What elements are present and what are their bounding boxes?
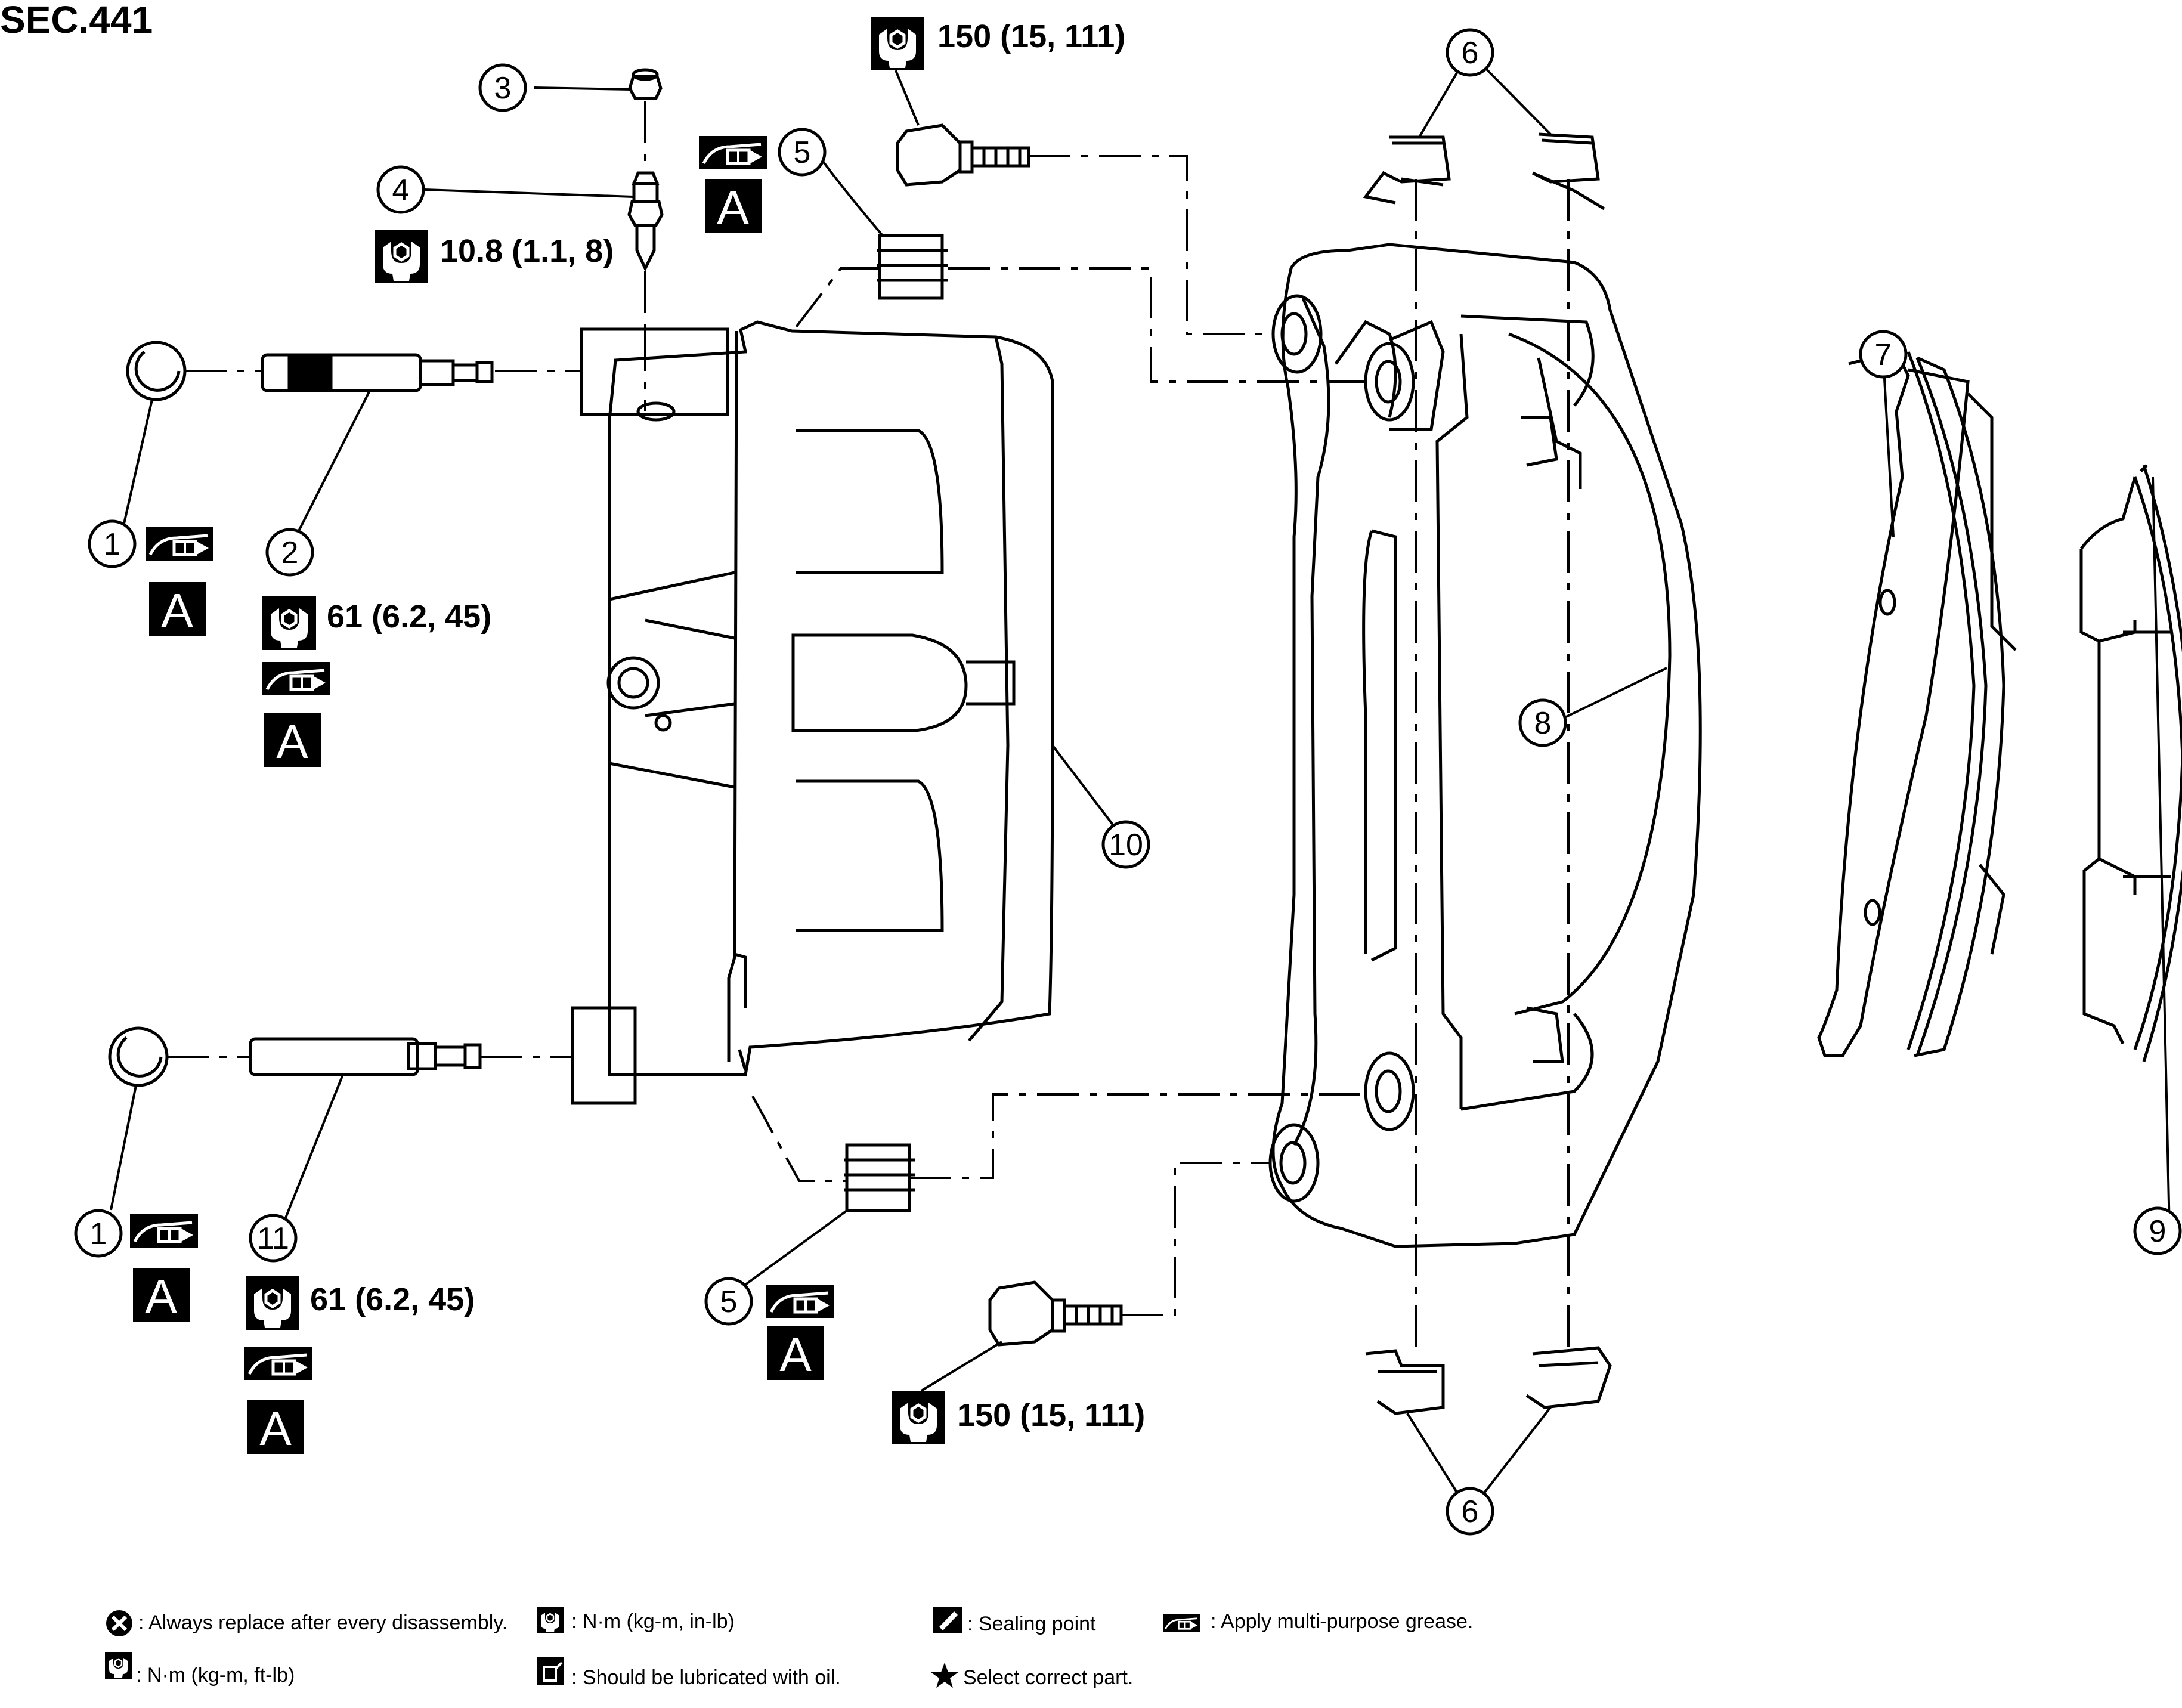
mounting-bolt-upper bbox=[896, 123, 1030, 187]
grease-badge-a: A bbox=[149, 582, 206, 637]
svg-text:A: A bbox=[145, 1270, 177, 1323]
torque-value-pin-bolt-2: 61 (6.2, 45) bbox=[327, 599, 492, 635]
assembly-lines bbox=[167, 101, 1570, 1354]
star-icon bbox=[931, 1663, 958, 1688]
legend-sealing-point: : Sealing point bbox=[967, 1613, 1096, 1635]
svg-text:A: A bbox=[276, 715, 308, 768]
svg-text:1: 1 bbox=[104, 527, 121, 562]
grease-badge-a: A bbox=[767, 1326, 824, 1381]
svg-text:7: 7 bbox=[1875, 338, 1892, 372]
caliper-body bbox=[571, 320, 1054, 1105]
pad-clip-upper-right bbox=[1531, 132, 1605, 211]
svg-text:A: A bbox=[259, 1402, 292, 1455]
torque-value-bleeder: 10.8 (1.1, 8) bbox=[440, 233, 614, 269]
svg-text:9: 9 bbox=[2149, 1214, 2166, 1249]
svg-text:A: A bbox=[717, 181, 749, 234]
torque-member bbox=[1268, 243, 1702, 1248]
callout-5-upper: 5 bbox=[778, 128, 827, 177]
svg-text:4: 4 bbox=[392, 173, 410, 208]
grease-badge-a: A bbox=[705, 179, 762, 234]
legend-nm-ft-lb: : N·m (kg-m, ft-lb) bbox=[136, 1664, 295, 1687]
svg-text:6: 6 bbox=[1462, 36, 1479, 70]
torque-wrench-icon bbox=[262, 596, 316, 650]
svg-text:A: A bbox=[161, 584, 193, 637]
callout-5-lower: 5 bbox=[704, 1277, 753, 1326]
callout-6-lower: 6 bbox=[1446, 1487, 1494, 1536]
inner-pad bbox=[1817, 350, 2017, 1057]
callout-9: 9 bbox=[2133, 1206, 2182, 1255]
grease-gun-icon bbox=[262, 662, 330, 695]
grease-badge-a: A bbox=[133, 1268, 190, 1323]
legend-lubricated-oil: : Should be lubricated with oil. bbox=[571, 1666, 841, 1689]
torque-wrench-icon bbox=[246, 1276, 299, 1330]
svg-text:A: A bbox=[779, 1328, 812, 1381]
svg-text:5: 5 bbox=[794, 135, 811, 170]
grease-gun-icon bbox=[766, 1285, 834, 1318]
torque-value-mounting-bolt-lower: 150 (15, 111) bbox=[957, 1397, 1146, 1433]
legend-select-part: Select correct part. bbox=[963, 1666, 1134, 1689]
callout-4: 4 bbox=[376, 165, 425, 214]
boot-lower bbox=[844, 1143, 915, 1212]
pin-cap-ring-lower bbox=[108, 1026, 169, 1087]
grease-gun-icon bbox=[146, 527, 213, 561]
grease-badge-a: A bbox=[247, 1400, 304, 1455]
callout-2: 2 bbox=[265, 528, 314, 577]
svg-text:10: 10 bbox=[1109, 828, 1143, 862]
callout-8: 8 bbox=[1518, 698, 1567, 747]
torque-value-pin-bolt-11: 61 (6.2, 45) bbox=[310, 1282, 475, 1317]
section-code: SEC.441 bbox=[0, 0, 153, 41]
grease-gun-icon bbox=[699, 136, 767, 169]
callout-1-lower: 1 bbox=[74, 1209, 123, 1258]
svg-text:8: 8 bbox=[1534, 706, 1552, 741]
svg-text:6: 6 bbox=[1462, 1494, 1479, 1529]
callout-11: 11 bbox=[249, 1214, 298, 1263]
pin-bolt-2 bbox=[261, 353, 494, 392]
pad-clip-lower-right bbox=[1525, 1346, 1612, 1409]
grease-badge-a: A bbox=[264, 713, 321, 768]
callout-7: 7 bbox=[1859, 330, 1908, 379]
sealing-point-icon bbox=[933, 1607, 962, 1633]
torque-wrench-icon bbox=[536, 1605, 565, 1635]
svg-text:5: 5 bbox=[720, 1285, 738, 1319]
outer-pad bbox=[2079, 464, 2182, 1062]
legend-nm-in-lb: : N·m (kg-m, in-lb) bbox=[571, 1610, 735, 1633]
callout-3: 3 bbox=[478, 63, 527, 112]
svg-text:2: 2 bbox=[281, 536, 299, 570]
grease-gun-icon bbox=[130, 1214, 198, 1248]
callout-6-upper: 6 bbox=[1446, 28, 1494, 77]
mounting-bolt-lower bbox=[988, 1280, 1123, 1347]
callout-1-upper: 1 bbox=[88, 519, 137, 568]
torque-wrench-icon bbox=[375, 230, 428, 283]
legend-apply-grease: : Apply multi-purpose grease. bbox=[1211, 1610, 1474, 1633]
torque-wrench-icon bbox=[871, 17, 924, 70]
torque-wrench-icon bbox=[892, 1391, 945, 1444]
boot-upper bbox=[877, 234, 948, 300]
bleeder-cap bbox=[628, 68, 663, 100]
bleeder-valve bbox=[627, 171, 664, 272]
grease-gun-icon bbox=[1162, 1613, 1202, 1633]
pin-cap-ring-upper bbox=[126, 341, 187, 401]
torque-wrench-icon bbox=[104, 1651, 133, 1680]
pad-clip-lower-left bbox=[1365, 1349, 1445, 1415]
grease-gun-icon bbox=[244, 1347, 312, 1380]
pin-bolt-11 bbox=[249, 1037, 482, 1076]
svg-text:3: 3 bbox=[494, 71, 512, 106]
svg-text:11: 11 bbox=[257, 1221, 289, 1256]
torque-value-mounting-bolt-upper: 150 (15, 111) bbox=[937, 18, 1126, 54]
callout-10: 10 bbox=[1101, 820, 1150, 869]
legend-always-replace: : Always replace after every disassembly… bbox=[138, 1611, 508, 1634]
pad-clip-upper-left bbox=[1363, 135, 1451, 205]
oil-can-icon bbox=[537, 1657, 564, 1685]
svg-text:1: 1 bbox=[90, 1217, 107, 1251]
replace-x-icon bbox=[106, 1610, 132, 1636]
